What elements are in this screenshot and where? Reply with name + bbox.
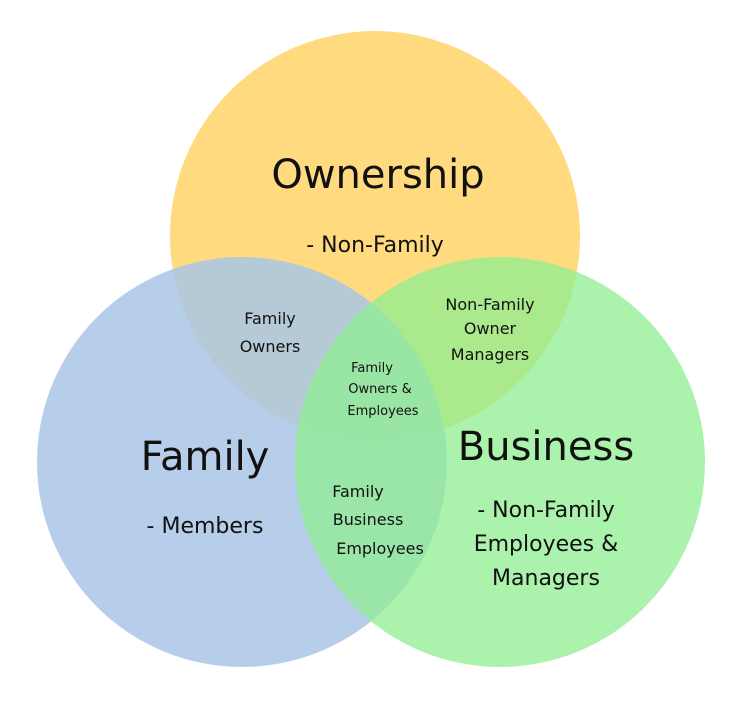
non-family-owner-managers-line-3: Managers <box>451 345 529 364</box>
family-business-employees-line-2: Business <box>333 510 404 529</box>
non-family-owner-managers-line-1: Non-Family <box>445 295 534 314</box>
business-title: Business <box>458 424 634 470</box>
family-owners-line-2: Owners <box>240 337 301 356</box>
center-line-1: Family <box>351 361 393 376</box>
family-title: Family <box>141 434 270 480</box>
ownership-subtitle: - Non-Family <box>306 233 444 258</box>
non-family-owner-managers-line-2: Owner <box>464 319 517 338</box>
family-owners-line-1: Family <box>244 309 295 328</box>
ownership-title: Ownership <box>271 152 484 198</box>
business-circle <box>295 257 705 667</box>
family-subtitle: - Members <box>147 514 264 539</box>
family-business-employees-line-1: Family <box>332 482 383 501</box>
business-line-3: Managers <box>492 566 600 591</box>
family-business-employees-line-3: Employees <box>336 539 424 558</box>
business-line-1: - Non-Family <box>477 498 615 523</box>
business-line-2: Employees & <box>474 532 619 557</box>
center-line-2: Owners & <box>348 382 412 397</box>
center-line-3: Employees <box>347 404 418 419</box>
